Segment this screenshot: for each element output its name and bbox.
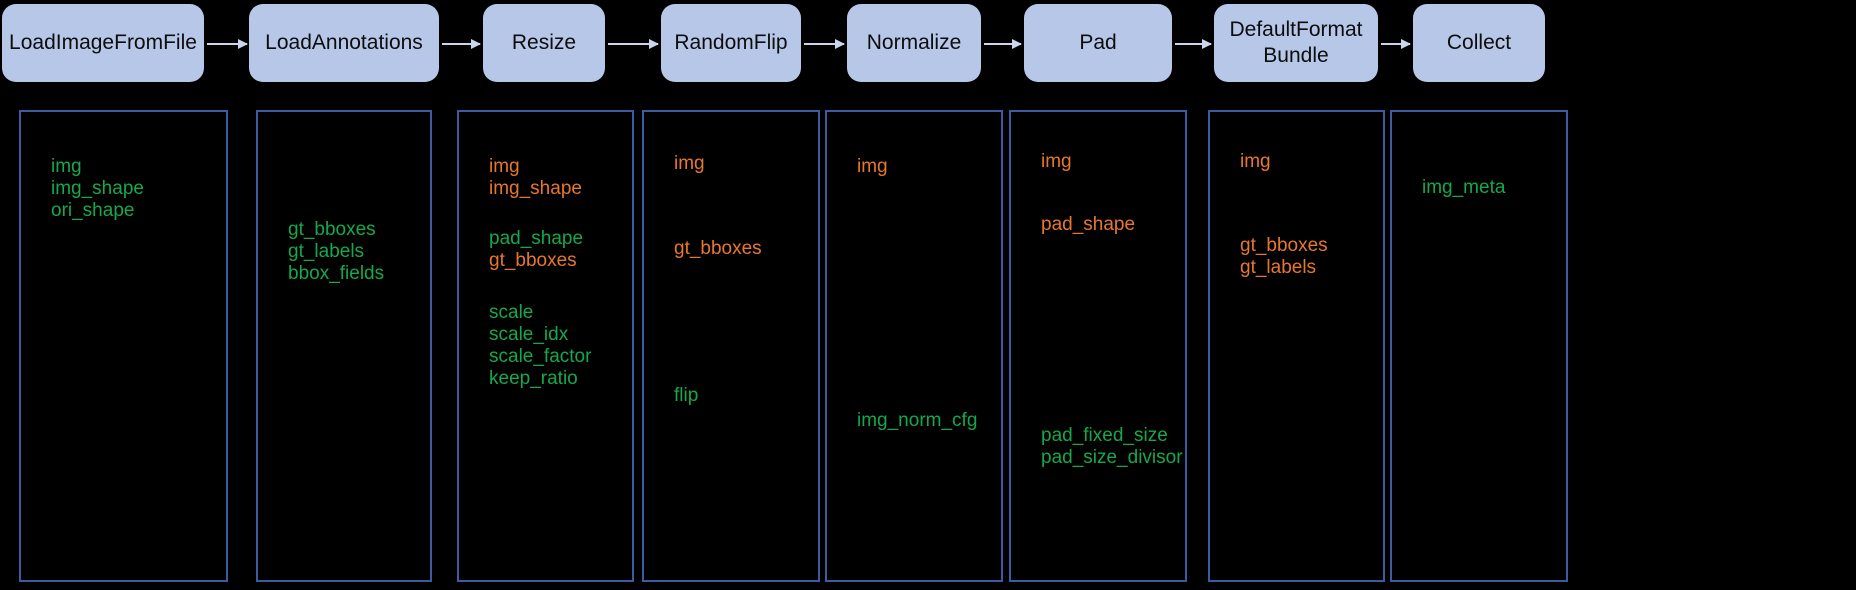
added-key-img: img — [51, 156, 82, 177]
stage-pill-pad[interactable]: Pad — [1024, 4, 1172, 82]
added-key-img_shape: img_shape — [51, 178, 144, 200]
added-key-bbox_fields: bbox_fields — [288, 263, 385, 285]
arrow-icon-2 — [442, 39, 481, 49]
arrow-icon-5 — [984, 39, 1022, 49]
stage-pill-random-flip[interactable]: RandomFlip — [661, 4, 801, 82]
field-group: gt_bboxes — [674, 238, 762, 260]
updated-key-img: img — [1240, 151, 1271, 172]
field-group: img — [674, 153, 705, 175]
added-key-pad_size_divisor: pad_size_divisor — [1041, 447, 1183, 469]
updated-key-pad_shape: pad_shape — [1041, 214, 1136, 235]
stage-pill-load-annotations[interactable]: LoadAnnotations — [249, 4, 439, 82]
stage-pill-normalize[interactable]: Normalize — [847, 4, 981, 82]
arrow-icon-1 — [207, 39, 248, 49]
stage-pill-collect[interactable]: Collect — [1413, 4, 1545, 82]
stage-pill-resize[interactable]: Resize — [483, 4, 605, 82]
added-key-gt_labels: gt_labels — [288, 241, 365, 263]
updated-key-img: img — [857, 156, 888, 177]
stage-pill-load-image-from-file[interactable]: LoadImageFromFile — [2, 4, 204, 82]
field-group: flip — [674, 385, 698, 407]
field-group: img — [1240, 151, 1271, 173]
arrow-icon-7 — [1381, 39, 1411, 49]
field-group: img — [857, 156, 888, 178]
field-group: pad_shape — [1041, 214, 1135, 236]
updated-key-gt_bboxes: gt_bboxes — [674, 238, 762, 259]
field-group: img_meta — [1422, 177, 1505, 199]
added-key-pad_fixed_size: pad_fixed_size — [1041, 425, 1168, 446]
field-group: img — [1041, 151, 1072, 173]
arrow-icon-6 — [1175, 39, 1212, 49]
added-key-ori_shape: ori_shape — [51, 200, 135, 222]
updated-key-img_shape: img_shape — [489, 178, 582, 200]
added-key-scale_idx: scale_idx — [489, 324, 569, 346]
updated-key-img: img — [489, 156, 520, 177]
field-group: img_norm_cfg — [857, 410, 977, 432]
arrow-icon-3 — [608, 39, 659, 49]
updated-key-img: img — [674, 153, 705, 174]
added-key-gt_bboxes: gt_bboxes — [288, 219, 376, 240]
updated-key-gt_bboxes: gt_bboxes — [1240, 235, 1328, 256]
added-key-scale: scale — [489, 302, 534, 323]
updated-key-gt_labels: gt_labels — [1240, 257, 1317, 279]
added-key-pad_shape: pad_shape — [489, 228, 584, 249]
added-key-img_meta: img_meta — [1422, 177, 1506, 198]
arrow-icon-4 — [804, 39, 845, 49]
added-key-scale_factor: scale_factor — [489, 346, 592, 368]
added-key-flip: flip — [674, 385, 699, 406]
field-box-normalize: img img_norm_cfg — [825, 110, 1003, 582]
updated-key-gt_bboxes: gt_bboxes — [489, 250, 577, 272]
updated-key-img: img — [1041, 151, 1072, 172]
added-key-keep_ratio: keep_ratio — [489, 368, 578, 390]
field-box-collect: img_meta — [1390, 110, 1568, 582]
added-key-img_norm_cfg: img_norm_cfg — [857, 410, 978, 431]
